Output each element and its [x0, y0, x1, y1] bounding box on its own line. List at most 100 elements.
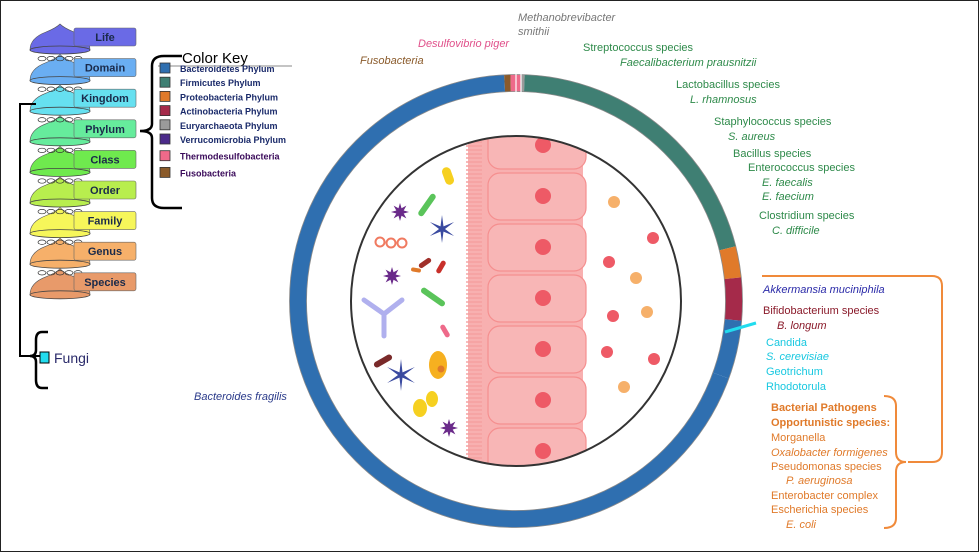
color-key-swatch [159, 119, 171, 131]
taxonomy-label-box [73, 211, 137, 230]
taxonomy-bell-base [29, 167, 91, 177]
color-key-swatch [159, 62, 171, 74]
color-key-label: Verrucomicrobia Phylum [180, 135, 286, 145]
taxonomy-link-ring [55, 270, 65, 276]
taxonomy-link-ring [37, 239, 47, 245]
star-shaped-microbe [387, 359, 415, 391]
cell-nucleus [535, 443, 551, 459]
ring-segment-proteobacteria [719, 246, 742, 280]
akkermansia-label: Akkermansia muciniphila [762, 284, 885, 296]
taxonomy-link-ring [37, 117, 47, 123]
cocci-chain [396, 237, 408, 249]
taxonomy-bell-base [29, 290, 91, 300]
taxonomy-bell-base [29, 198, 91, 208]
taxonomy-link-ring [46, 239, 56, 245]
firmicutes-species-label: Streptococcus species [583, 42, 694, 54]
color-key-label: Proteobacteria Phylum [180, 92, 278, 102]
taxonomy-level-order: Order [29, 176, 137, 208]
metabolite-dot [641, 306, 653, 318]
coccus-spiky-microbe [440, 419, 458, 437]
taxonomy-label-box [73, 272, 137, 292]
taxonomy-label: Family [88, 216, 124, 228]
desulfovibrio-label: Desulfovibrio piger [418, 38, 510, 50]
taxonomy-label-box [73, 119, 137, 139]
taxonomy-level-kingdom: Kingdom [29, 84, 137, 116]
cell-nucleus [535, 188, 551, 204]
bacteroides-label: Bacteroides fragilis [194, 391, 287, 403]
color-key-item: Firmicutes Phylum [159, 76, 261, 88]
taxonomy-label: Phylum [85, 124, 125, 136]
pathogen-species-label: Opportunistic species: [771, 417, 890, 429]
color-key-label: Firmicutes Phylum [180, 78, 261, 88]
fungi-ring-marker [724, 321, 757, 334]
color-key-label: Actinobacteria Phylum [180, 107, 278, 117]
methanobrevibacter-label-2: smithii [518, 26, 550, 38]
taxonomy-label: Life [95, 32, 115, 44]
cocci-chain [374, 236, 386, 248]
yeast-cell [426, 391, 438, 407]
taxonomy-link-ring [64, 270, 74, 276]
ring-segment-actinobacteria [724, 277, 743, 321]
color-key-swatch [159, 166, 171, 178]
color-key-item: Proteobacteria Phylum [159, 91, 278, 102]
firmicutes-species-label: Enterococcus species [748, 162, 855, 174]
taxonomy-label-box [73, 180, 137, 200]
rod-bacterium [411, 267, 421, 273]
taxonomy-link-ring [37, 209, 47, 215]
taxonomy-link-ring [46, 56, 56, 62]
pathogen-species-label: Escherichia species [771, 504, 869, 516]
taxonomy-link-ring [64, 56, 74, 62]
color-key-swatch [159, 133, 171, 145]
star-shaped-microbe [429, 215, 455, 243]
cell-nucleus [535, 392, 551, 408]
taxonomy-bell-base [29, 259, 91, 269]
color-key-swatch [159, 76, 171, 88]
color-key-swatch [159, 91, 171, 102]
metabolite-dot [648, 353, 660, 365]
taxonomy-bell-base [29, 45, 91, 55]
taxonomy-level-species: Species [29, 268, 137, 300]
taxonomy-link-ring [64, 117, 74, 123]
taxonomy-link-ring [46, 147, 56, 153]
taxonomy-link-ring [55, 56, 65, 62]
opportunistic-bracket-outer [762, 275, 943, 463]
fungi-species-label: S. cerevisiae [766, 351, 829, 363]
rod-bacterium [441, 167, 455, 185]
taxonomy-label: Genus [88, 246, 122, 258]
metabolite-dot [630, 272, 642, 284]
taxonomy-label: Class [90, 154, 119, 166]
metabolite-dot [603, 256, 615, 268]
pathogen-species-label: Oxalobacter formigenes [771, 447, 888, 459]
taxonomy-link-ring [55, 117, 65, 123]
taxonomy-label-box [73, 58, 137, 77]
color-key-item: Fusobacteria [159, 166, 237, 178]
rod-bacterium [436, 260, 446, 274]
taxonomy-hierarchy: LifeDomainKingdomPhylumClassOrderFamilyG… [29, 23, 137, 300]
intestine-cross-section [351, 136, 681, 466]
cocci-chain [385, 237, 397, 249]
pathogen-species-label: P. aeruginosa [786, 475, 852, 487]
taxonomy-link-ring [46, 117, 56, 123]
color-key-swatch [159, 105, 171, 116]
fungi-species-label: Rhodotorula [766, 381, 827, 393]
firmicutes-species-label: Clostridium species [759, 210, 855, 222]
taxonomy-bell-base [29, 76, 91, 85]
taxonomy-label-box [73, 241, 137, 261]
color-key-label: Thermodesulfobacteria [180, 152, 281, 162]
taxonomy-label: Domain [85, 63, 126, 75]
taxonomy-bell-base [29, 229, 91, 239]
taxonomy-bell-base [29, 137, 91, 147]
ring-segment-bacteroidetes [289, 74, 729, 528]
taxonomy-label: Order [90, 185, 121, 197]
taxonomy-label-box [73, 150, 137, 169]
bifid-microbe [361, 297, 405, 339]
species-labels: Methanobrevibacter smithii Desulfovibrio… [194, 12, 890, 531]
pathogen-species-label: Morganella [771, 432, 826, 444]
fungi-swatch [39, 351, 50, 364]
taxonomy-link-ring [55, 147, 65, 153]
rod-bacterium [440, 324, 450, 338]
color-key-item: Actinobacteria Phylum [159, 105, 278, 117]
rod-bacterium [373, 354, 393, 368]
rod-bacterium [420, 287, 446, 307]
